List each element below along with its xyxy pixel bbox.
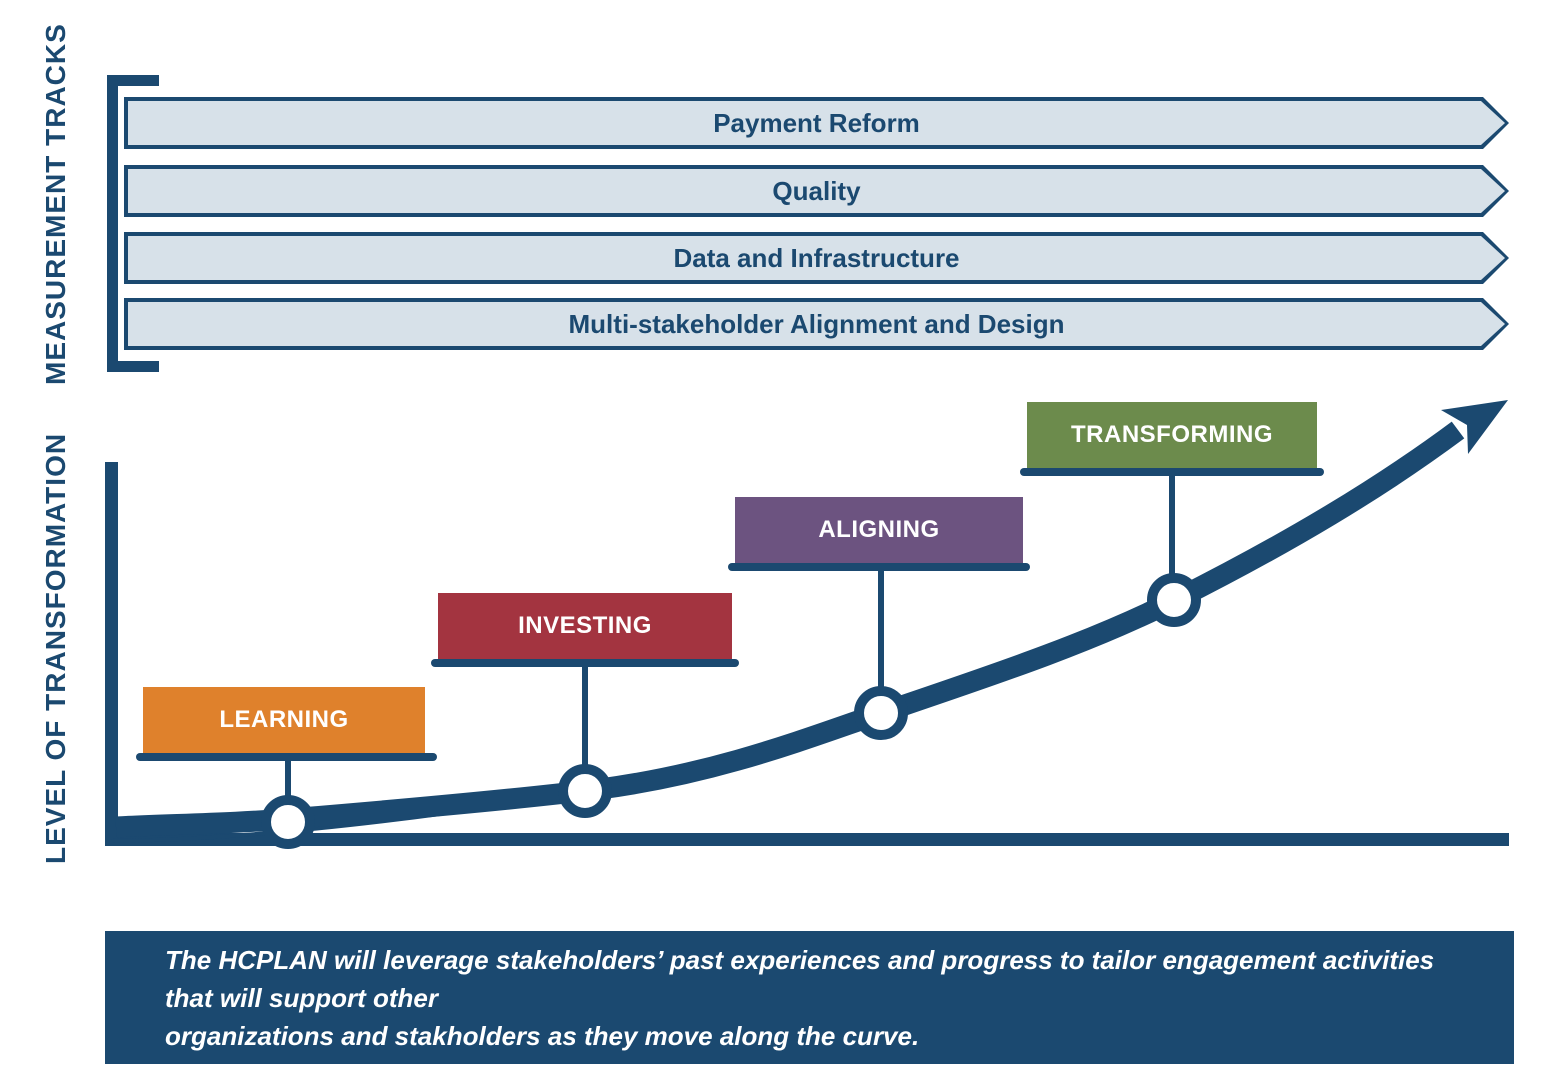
milestone-markers (261, 573, 1201, 849)
footer-banner: The HCPLAN will leverage stakeholders’ p… (105, 931, 1514, 1064)
stage-box-aligning-label: ALIGNING (818, 516, 940, 543)
stage-box-learning: LEARNING (143, 687, 425, 753)
learning-milestone-marker (261, 795, 315, 849)
transforming-underline (1020, 468, 1324, 476)
track-bar-data-infrastructure-label: Data and Infrastructure (673, 242, 960, 273)
x-axis (105, 833, 1509, 846)
growth-curve-arrowhead-icon (1441, 400, 1508, 454)
track-bar-multi-stakeholder: Multi-stakeholder Alignment and Design (124, 298, 1509, 350)
stage-box-learning-label: LEARNING (219, 706, 349, 733)
y-axis (105, 462, 118, 846)
investing-underline (431, 659, 739, 667)
stage-box-investing-label: INVESTING (518, 612, 652, 639)
growth-curve (115, 421, 1465, 838)
stage-underlines (136, 468, 1324, 761)
track-bar-quality-label: Quality (772, 175, 861, 206)
aligning-milestone-marker (854, 686, 908, 740)
measurement-tracks-bracket (107, 75, 159, 372)
track-bar-payment-reform-label: Payment Reform (713, 107, 920, 138)
stage-box-transforming: TRANSFORMING (1027, 402, 1317, 468)
footer-banner-text-line-2: organizations and stakholders as they mo… (165, 1020, 920, 1051)
track-bar-payment-reform: Payment Reform (124, 97, 1509, 149)
track-bar-quality: Quality (124, 165, 1509, 217)
transforming-milestone-marker (1147, 573, 1201, 627)
aligning-underline (728, 563, 1030, 571)
stage-box-investing: INVESTING (438, 593, 732, 659)
footer-banner-text-line-1: The HCPLAN will leverage stakeholders’ p… (165, 944, 1435, 1013)
stage-box-aligning: ALIGNING (735, 497, 1023, 563)
stage-box-transforming-label: TRANSFORMING (1071, 421, 1273, 448)
track-bar-multi-stakeholder-label: Multi-stakeholder Alignment and Design (568, 308, 1065, 339)
learning-underline (136, 753, 437, 761)
investing-milestone-marker (558, 764, 612, 818)
track-bar-data-infrastructure: Data and Infrastructure (124, 232, 1509, 284)
